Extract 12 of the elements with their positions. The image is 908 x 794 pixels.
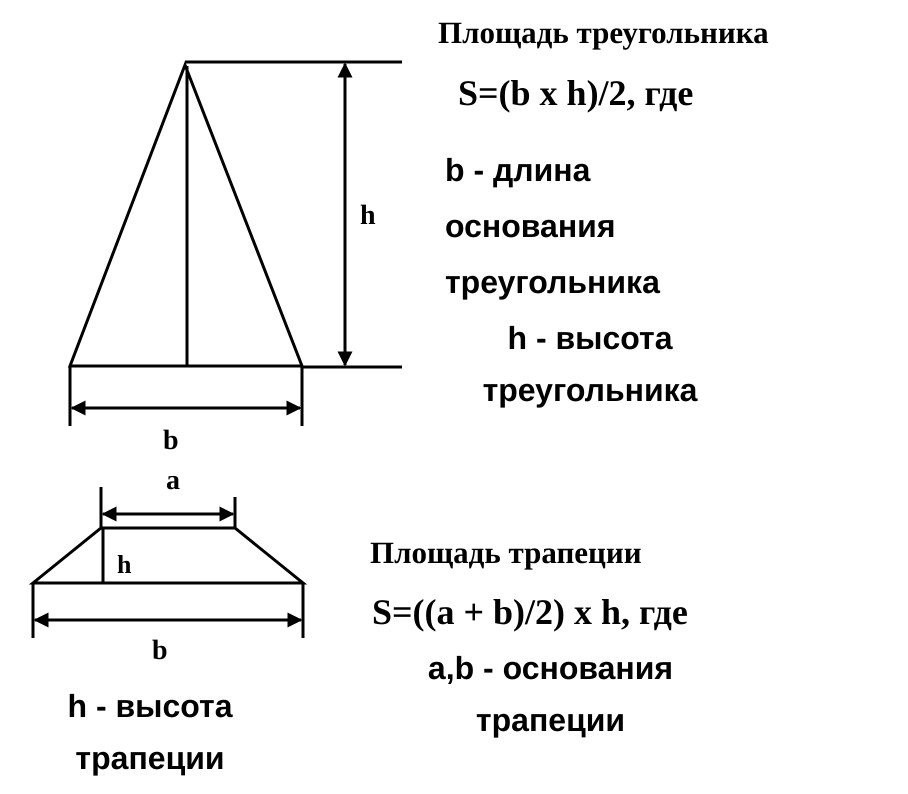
note: h - высота трапеции bbox=[66, 687, 234, 778]
dimension-label: a bbox=[166, 464, 180, 498]
dimension-label: h bbox=[360, 199, 376, 233]
dimension-label: b bbox=[163, 424, 179, 458]
dimension-label: h bbox=[117, 549, 132, 581]
formula: S=(b x h)/2, где bbox=[458, 72, 694, 115]
formula: S=((a + b)/2) x h, где bbox=[372, 591, 688, 634]
dimension-label: b bbox=[152, 634, 168, 668]
heading: Площадь треугольника bbox=[438, 14, 769, 52]
heading: Площадь трапеции bbox=[370, 534, 642, 572]
note: a,b - основания трапеции bbox=[426, 649, 674, 740]
note: h - высота треугольника bbox=[482, 319, 699, 410]
